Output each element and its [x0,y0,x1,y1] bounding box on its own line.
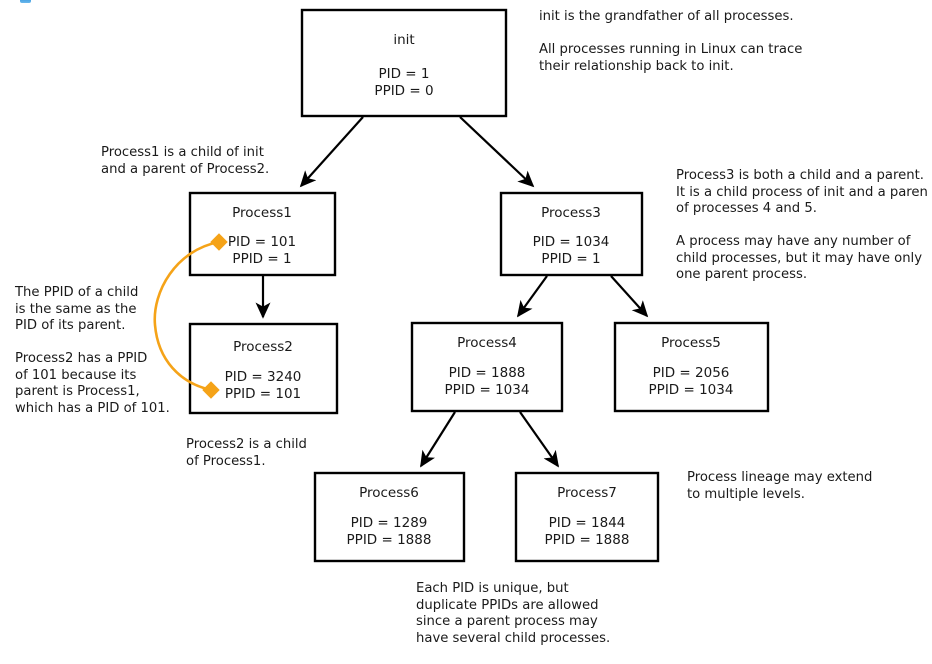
node-process5-ppid: PPID = 1034 [649,382,734,398]
logo-fragment-icon [20,0,31,3]
note-unique-pid: Each PID is unique, but duplicate PPIDs … [416,581,611,646]
node-init-ppid: PPID = 0 [374,83,433,99]
node-init-pid: PID = 1 [378,66,429,82]
edge-init-to-process3 [459,116,535,188]
edge-process3-to-process4 [516,275,548,318]
node-process5[interactable]: Process5 PID = 2056 PPID = 1034 [613,321,770,413]
node-process6-title: Process6 [359,485,419,501]
node-process6-pid: PID = 1289 [351,515,428,531]
node-process4-ppid: PPID = 1034 [445,382,530,398]
node-process2-pid: PID = 3240 [225,369,302,385]
node-process7-title: Process7 [557,485,617,501]
node-process2[interactable]: Process2 PID = 3240 PPID = 101 [188,322,339,415]
note-process2: Process2 is a child of Process1. [186,437,307,469]
node-process6-ppid: PPID = 1888 [347,532,432,548]
node-process1-ppid: PPID = 1 [232,251,291,267]
node-process4[interactable]: Process4 PID = 1888 PPID = 1034 [410,321,564,413]
node-process5-title: Process5 [661,335,721,351]
node-process7-ppid: PPID = 1888 [545,532,630,548]
node-init[interactable]: init PID = 1 PPID = 0 [300,8,508,118]
node-init-title: init [393,32,414,48]
note-process1: Process1 is a child of init and a parent… [101,145,270,177]
node-process7[interactable]: Process7 PID = 1844 PPID = 1888 [514,471,660,563]
ppid-link-start-diamond [210,233,228,251]
edge-process4-to-process7 [519,411,560,468]
node-process4-title: Process4 [457,335,517,351]
node-process3[interactable]: Process3 PID = 1034 PPID = 1 [499,191,644,277]
node-process2-title: Process2 [233,339,293,355]
edge-init-to-process1 [299,116,364,188]
edge-process3-to-process5 [610,275,649,318]
node-process1-pid: PID = 101 [228,234,296,250]
node-process3-title: Process3 [541,205,601,221]
node-process2-ppid: PPID = 101 [225,386,301,402]
node-process5-pid: PID = 2056 [653,365,730,381]
node-process1-title: Process1 [232,205,292,221]
ppid-link-end-diamond [202,381,220,399]
node-process6[interactable]: Process6 PID = 1289 PPID = 1888 [313,471,466,563]
node-process3-pid: PID = 1034 [533,234,610,250]
note-ppid-explanation: The PPID of a child is the same as the P… [15,285,170,416]
note-process3: Process3 is both a child and a parent. I… [676,168,928,282]
note-lineage: Process lineage may extend to multiple l… [687,470,873,502]
node-process1[interactable]: Process1 PID = 101 PPID = 1 [188,191,337,277]
node-process3-ppid: PPID = 1 [541,251,600,267]
node-process7-pid: PID = 1844 [549,515,626,531]
node-process4-pid: PID = 1888 [449,365,526,381]
ppid-relationship-link [153,233,228,399]
note-init: init is the grandfather of all processes… [539,9,803,74]
edge-process4-to-process6 [420,411,456,468]
